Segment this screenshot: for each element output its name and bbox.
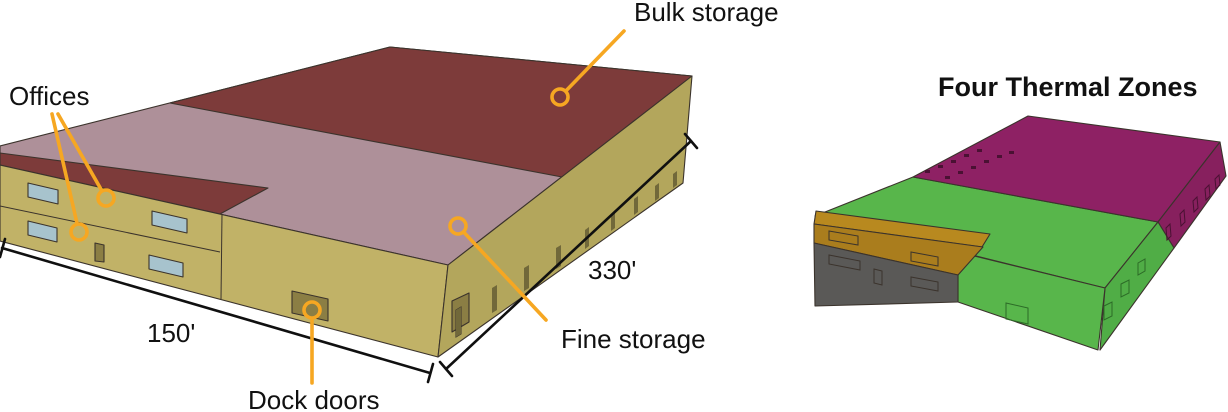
- leader-line: [558, 29, 626, 99]
- dock-doors-callout: Dock doors: [248, 300, 380, 412]
- zone-fine-storage-side-wall: [1099, 221, 1175, 351]
- leader-ring: [448, 216, 468, 236]
- dock-doors-label: Dock doors: [248, 385, 380, 412]
- offices-label: Offices: [9, 81, 89, 111]
- zone-magenta-wall-marks: [1165, 173, 1221, 242]
- dimension-line: [444, 139, 693, 371]
- thermal-zones-diagram: Four Thermal Zones: [813, 72, 1227, 351]
- leader-line: [50, 112, 81, 234]
- leader-line: [456, 224, 548, 322]
- office-divider-line: [220, 213, 223, 300]
- window: [27, 182, 59, 205]
- side-dimension: 330': [438, 132, 699, 378]
- offices-callout: Offices: [9, 81, 116, 242]
- bulk-storage-callout: Bulk storage: [550, 0, 779, 107]
- front-dimension: 150': [0, 237, 435, 384]
- bulk-storage-label: Bulk storage: [634, 0, 779, 27]
- leader-line: [56, 112, 108, 200]
- leader-ring: [96, 188, 116, 208]
- office-entry-door: [94, 242, 105, 263]
- leader-ring: [302, 300, 322, 320]
- warehouse-diagram: 150' 330' Offices Bulk storage Fine: [0, 0, 779, 412]
- thermal-zones-title: Four Thermal Zones: [938, 72, 1198, 102]
- zone-side-door-outlines: [1103, 258, 1146, 321]
- fine-storage-callout: Fine storage: [448, 216, 706, 354]
- window: [151, 210, 188, 234]
- dimension-tick: [426, 362, 435, 384]
- dimension-line: [0, 246, 432, 375]
- window: [148, 254, 184, 278]
- window: [27, 220, 58, 243]
- dimension-tick: [438, 360, 454, 378]
- leader-ring: [69, 222, 89, 242]
- leader-ring: [550, 87, 570, 107]
- zone-office-openings: [828, 230, 939, 292]
- zone-roof-skylights: [925, 149, 1014, 179]
- dimension-tick: [0, 237, 7, 259]
- dimension-tick: [683, 132, 699, 150]
- zone-dock-door-outline: [1005, 302, 1029, 325]
- front-dimension-label: 150': [147, 318, 195, 348]
- side-wall-door-row: [455, 171, 677, 338]
- fine-storage-label: Fine storage: [561, 324, 706, 354]
- side-dimension-label: 330': [588, 255, 636, 285]
- office-windows: [27, 182, 188, 278]
- office-floor-line: [0, 205, 221, 253]
- side-wall: [437, 75, 693, 358]
